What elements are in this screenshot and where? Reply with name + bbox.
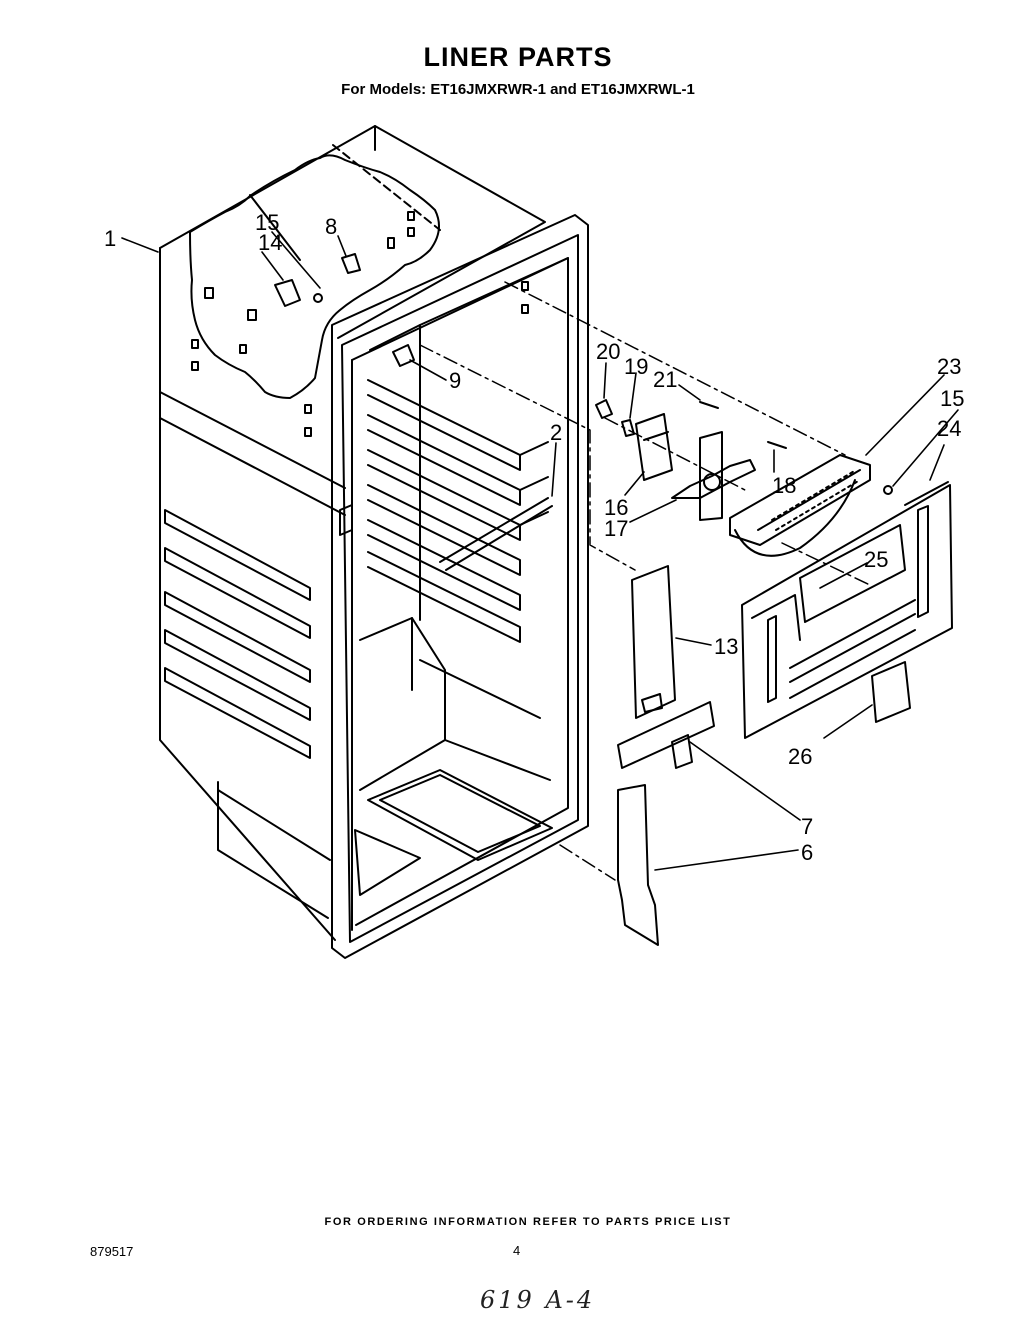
callout-8: 8 [325,214,337,239]
callout-18: 18 [772,473,796,498]
callout-23: 23 [937,354,961,379]
callout-9: 9 [449,368,461,393]
callout-19: 19 [624,354,648,379]
callout-15b: 15 [940,386,964,411]
callout-25: 25 [864,547,888,572]
document-number: 879517 [90,1244,134,1259]
callout-20: 20 [596,339,620,364]
page-number: 4 [513,1243,521,1258]
callout-1: 1 [104,226,116,251]
page-title: LINER PARTS [423,42,613,72]
callout-14: 14 [258,230,282,255]
callout-6: 6 [801,840,813,865]
callout-17: 17 [604,516,628,541]
callout-2: 2 [550,420,562,445]
callout-15: 15 [255,210,279,235]
handwritten-note: 619 A-4 [480,1286,596,1314]
callout-7: 7 [801,814,813,839]
part-callouts: 1 15 14 8 9 2 20 19 21 23 15 24 18 16 17… [104,210,964,865]
fan-motor-assembly [595,399,893,557]
callout-24: 24 [937,416,961,441]
model-subtitle: For Models: ET16JMXRWR-1 and ET16JMXRWL-… [341,81,695,98]
air-ducts [617,565,715,946]
callout-13: 13 [714,634,738,659]
callout-21: 21 [653,367,677,392]
evaporator-cover [741,481,953,739]
callout-16: 16 [604,495,628,520]
leader-lines [121,231,959,871]
ordering-note: FOR ORDERING INFORMATION REFER TO PARTS … [324,1216,732,1228]
cabinet-liner [159,125,589,959]
callout-26: 26 [788,744,812,769]
